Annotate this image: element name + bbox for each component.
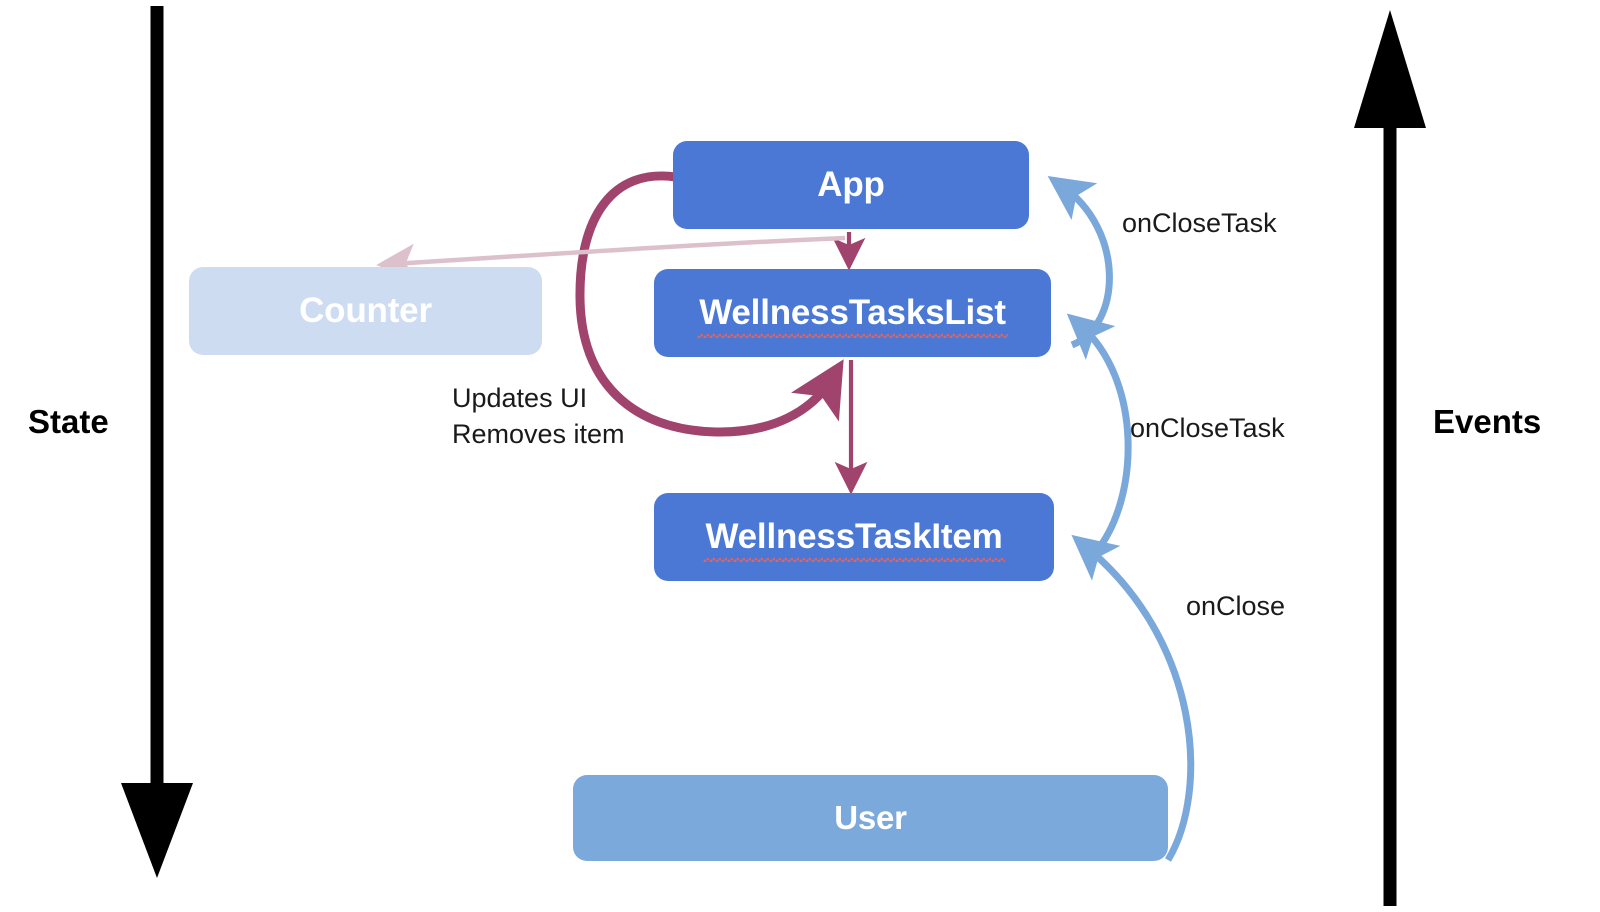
events-axis-arrow [1354,10,1426,906]
axis-label-events: Events [1433,403,1542,440]
edge-label-onclose-user: onClose [1186,591,1286,621]
edge-label-updates-ui-line1: Updates UI [452,383,588,413]
edge-item-to-list-onclosetask [1066,313,1132,556]
node-counter-label: Counter [299,290,432,330]
node-wellness-tasks-list[interactable]: WellnessTasksList [654,269,1051,357]
node-user[interactable]: User [573,775,1168,861]
node-counter[interactable]: Counter [189,267,542,355]
edge-app-to-counter-faded [376,235,846,282]
node-wellness-task-item-label: WellnessTaskItem [703,516,1005,563]
edge-label-onclosetask-list: onCloseTask [1130,413,1285,443]
node-wellness-tasks-list-label: WellnessTasksList [697,292,1008,339]
edge-list-to-app-oncloselask [1047,175,1113,349]
node-user-label: User [834,798,907,836]
edge-label-updates-ui-line2: Removes item [452,418,625,449]
node-wellness-task-item[interactable]: WellnessTaskItem [654,493,1054,581]
state-axis-arrow [121,6,193,878]
axis-label-state: State [28,403,109,440]
node-app-label: App [817,164,885,204]
edge-label-updates-ui: Updates UI Removes item [452,381,625,452]
edge-label-onclosetask-app: onCloseTask [1122,208,1277,238]
node-app[interactable]: App [673,141,1029,229]
